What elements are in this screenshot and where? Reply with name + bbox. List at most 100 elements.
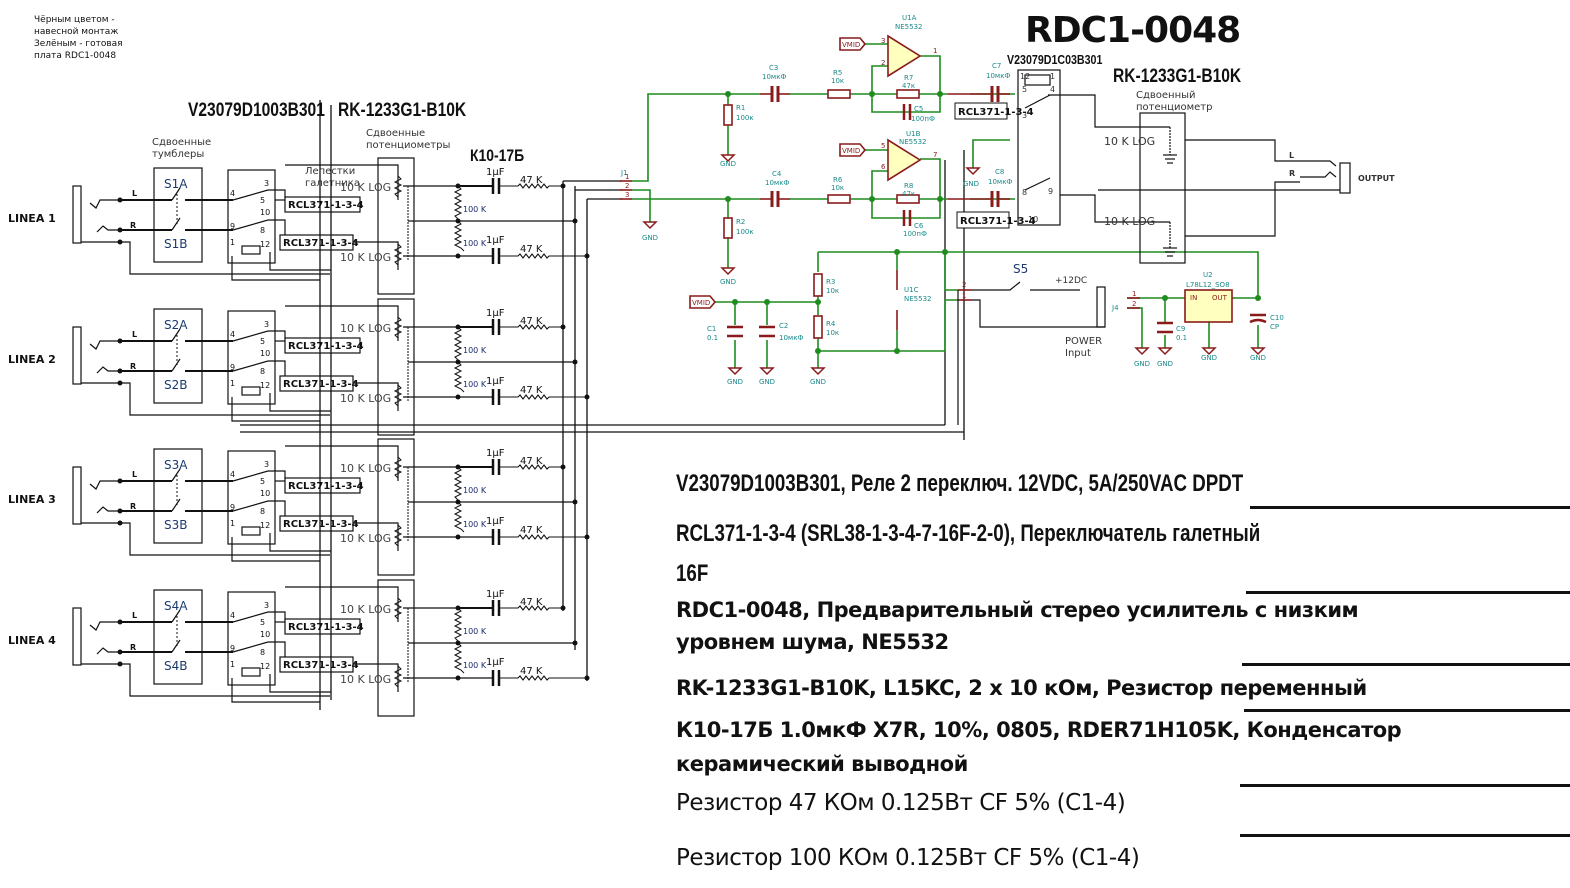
input-name: LINEA 1: [8, 212, 56, 225]
output-labels: 12 1 5 4 3 8 9 10 10 K LOG 10 K LOG L R …: [1013, 72, 1395, 286]
wafer-switch-box: [284, 618, 361, 635]
label: L: [132, 470, 137, 479]
switch-label: S1A: [164, 177, 188, 191]
label: R: [130, 643, 136, 652]
switch-label: S3B: [164, 518, 187, 532]
relay-pin: 9: [230, 363, 235, 372]
relay-pin: 9: [230, 222, 235, 231]
svg-text:GND: GND: [727, 378, 743, 386]
svg-text:GND: GND: [720, 278, 736, 286]
resistor-r6: [827, 194, 851, 204]
vmid-tag: [689, 295, 717, 309]
svg-text:C4: C4: [772, 170, 782, 178]
svg-text:GND: GND: [1134, 360, 1150, 368]
relay-pin: 8: [260, 367, 265, 376]
svg-text:6: 6: [881, 163, 886, 171]
vmid-tag: [839, 37, 867, 51]
dual-potentiometer: [377, 298, 415, 436]
svg-text:J4: J4: [1111, 304, 1119, 312]
svg-text:R: R: [1289, 169, 1295, 178]
relay-pin: 5: [260, 618, 265, 627]
svg-text:R3: R3: [826, 278, 835, 286]
svg-text:8: 8: [1022, 188, 1027, 197]
svg-text:100пФ: 100пФ: [911, 115, 935, 123]
label: L: [132, 189, 137, 198]
relay-pin: 3: [264, 460, 269, 469]
input-jack: [72, 185, 82, 244]
cap-label: 1µF: [486, 657, 505, 668]
vmid-labels: VMID VMID VMID 1 2 3 3 2 1 5 6 7 2 1 1 2: [625, 37, 1136, 308]
legend-note: Чёрным цветом - навесной монтаж Зелёным …: [34, 14, 154, 62]
pot-label: 10 K LOG: [340, 181, 391, 194]
relay-right: [1017, 69, 1061, 226]
pot-label: 10 K LOG: [340, 392, 391, 405]
svg-text:U2: U2: [1203, 271, 1213, 279]
relay: [227, 310, 276, 405]
j1-label: J1: [620, 169, 628, 177]
svg-text:L: L: [1289, 151, 1294, 160]
resistor-100k-label: 100 K: [463, 205, 487, 214]
cap-label: 1µF: [486, 235, 505, 246]
relay: [227, 591, 276, 686]
pot-label: 10 K LOG: [340, 322, 391, 335]
pot-label: 10 K LOG: [340, 251, 391, 264]
dual-potentiometer: [377, 157, 415, 295]
wafer-switch-label: RCL371-1-3-4: [283, 519, 359, 530]
resistor-r2: [723, 217, 733, 239]
gnd-symbols: [643, 154, 1265, 375]
svg-text:C1: C1: [707, 325, 716, 333]
svg-text:RCL371-1-3-4: RCL371-1-3-4: [960, 216, 1036, 227]
pot-right-header: RK-1233G1-B10K: [1113, 66, 1242, 87]
note-line: плата RDC1-0048: [34, 51, 117, 61]
relay-pin: 1: [230, 660, 235, 669]
svg-text:NE5532: NE5532: [895, 23, 922, 31]
relay: [227, 169, 276, 264]
svg-text:47к: 47к: [902, 82, 915, 90]
wafer-switch-label: RCL371-1-3-4: [288, 341, 364, 352]
input-name: LINEA 4: [8, 634, 56, 647]
relay-pin: 4: [230, 470, 235, 479]
note-line: Чёрным цветом -: [34, 15, 115, 25]
resistor-47k-label: 47 K: [520, 385, 543, 396]
relay-pin: 9: [230, 503, 235, 512]
svg-text:VMID: VMID: [842, 41, 860, 49]
pot-label: 10 K LOG: [340, 673, 391, 686]
dual-potentiometer: [377, 438, 415, 576]
svg-text:R6: R6: [833, 176, 843, 184]
svg-text:C2: C2: [779, 322, 788, 330]
svg-text:7: 7: [933, 151, 937, 159]
svg-text:CP: CP: [1270, 323, 1279, 331]
resistor-100k-label: 100 K: [463, 627, 487, 636]
relay-pin: 5: [260, 196, 265, 205]
svg-text:1: 1: [1132, 290, 1136, 298]
svg-text:U1B: U1B: [906, 130, 921, 138]
wafer-switch-box: [279, 515, 354, 532]
svg-text:C8: C8: [995, 168, 1004, 176]
svg-text:GND: GND: [759, 378, 775, 386]
svg-text:IN: IN: [1190, 294, 1197, 302]
cap-label: 1µF: [486, 376, 505, 387]
cap-type-header: К10-17Б: [470, 146, 525, 165]
toggle-switch: [153, 589, 203, 685]
svg-text:R7: R7: [904, 74, 913, 82]
relay-pin: 8: [260, 648, 265, 657]
switch-label: S3A: [164, 458, 188, 472]
note-line: навесной монтаж: [34, 27, 119, 37]
svg-text:0.1: 0.1: [707, 334, 718, 342]
resistor-r4: [813, 315, 823, 339]
svg-text:R1: R1: [736, 104, 745, 112]
svg-text:R5: R5: [833, 69, 842, 77]
cap-label: 1µF: [486, 448, 505, 459]
relay-pin: 5: [260, 337, 265, 346]
svg-text:10к: 10к: [826, 329, 839, 337]
svg-text:C10: C10: [1270, 314, 1284, 322]
input-jack: [72, 326, 82, 385]
resistor-47k-label: 47 K: [520, 525, 543, 536]
resistor-100k-label: 100 K: [463, 661, 487, 670]
svg-text:100пФ: 100пФ: [903, 230, 927, 238]
resistor-100k-label: 100 K: [463, 380, 487, 389]
resistor-r5: [827, 89, 851, 99]
resistor-r3: [813, 273, 823, 297]
